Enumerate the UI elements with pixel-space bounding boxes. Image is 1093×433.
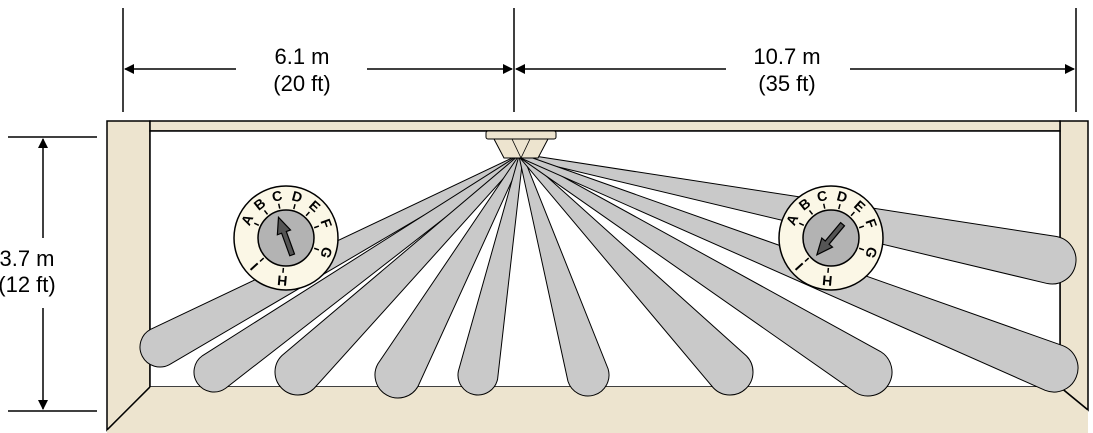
dial-tick [858, 225, 865, 229]
dial-tick [798, 222, 805, 227]
dial-tick [808, 209, 814, 215]
left-width-imperial: (20 ft) [273, 71, 330, 96]
dimension-labels: 6.1 m (20 ft) 10.7 m (35 ft) 3.7 m (12 f… [0, 44, 821, 297]
left-wall [106, 120, 151, 432]
height-metric: 3.7 m [0, 246, 55, 271]
sensor-plate [485, 130, 557, 140]
dimension-lines [8, 8, 1077, 412]
dial-tick [293, 203, 296, 210]
dial-letter: H [822, 272, 833, 289]
right-width-metric: 10.7 m [753, 44, 820, 69]
dial-tick [259, 257, 265, 262]
dial-tick [277, 203, 281, 209]
dial-tick [313, 225, 320, 229]
dial-tick [822, 203, 826, 209]
dial-tick [804, 257, 810, 262]
detection-beam [518, 154, 610, 397]
detection-beam [374, 154, 524, 399]
dial-pointer-arrow [276, 215, 296, 257]
right-width-imperial: (35 ft) [758, 71, 815, 96]
sensor-lens [493, 138, 549, 159]
dial-tick [838, 203, 841, 210]
detection-beam [193, 153, 523, 393]
ceiling [149, 120, 1061, 132]
dial-pointer-arrow [815, 221, 846, 256]
floor-edge-left [106, 386, 151, 431]
detection-beam [457, 155, 524, 396]
dial-tick [305, 211, 310, 217]
dial-letter: C [815, 187, 828, 205]
dial-letter: D [290, 187, 304, 205]
dial-letter: D [835, 187, 849, 205]
detection-beam [519, 153, 893, 397]
dial-tick [263, 209, 269, 215]
dial-tick [253, 222, 260, 227]
left-width-metric: 6.1 m [274, 44, 329, 69]
floor [107, 387, 1088, 433]
dial-letter: G [862, 245, 881, 261]
detection-beam [518, 153, 754, 396]
dial-letter: G [317, 245, 336, 261]
detection-beam [274, 153, 524, 396]
dial-tick [858, 247, 865, 251]
height-imperial: (12 ft) [0, 272, 56, 297]
ceiling-sensor [485, 130, 557, 159]
dial-letter: H [277, 272, 288, 289]
dial-letter: C [270, 187, 283, 205]
dial-tick [313, 247, 320, 251]
dial-tick [850, 211, 855, 217]
floor-edge-right [1059, 386, 1089, 411]
